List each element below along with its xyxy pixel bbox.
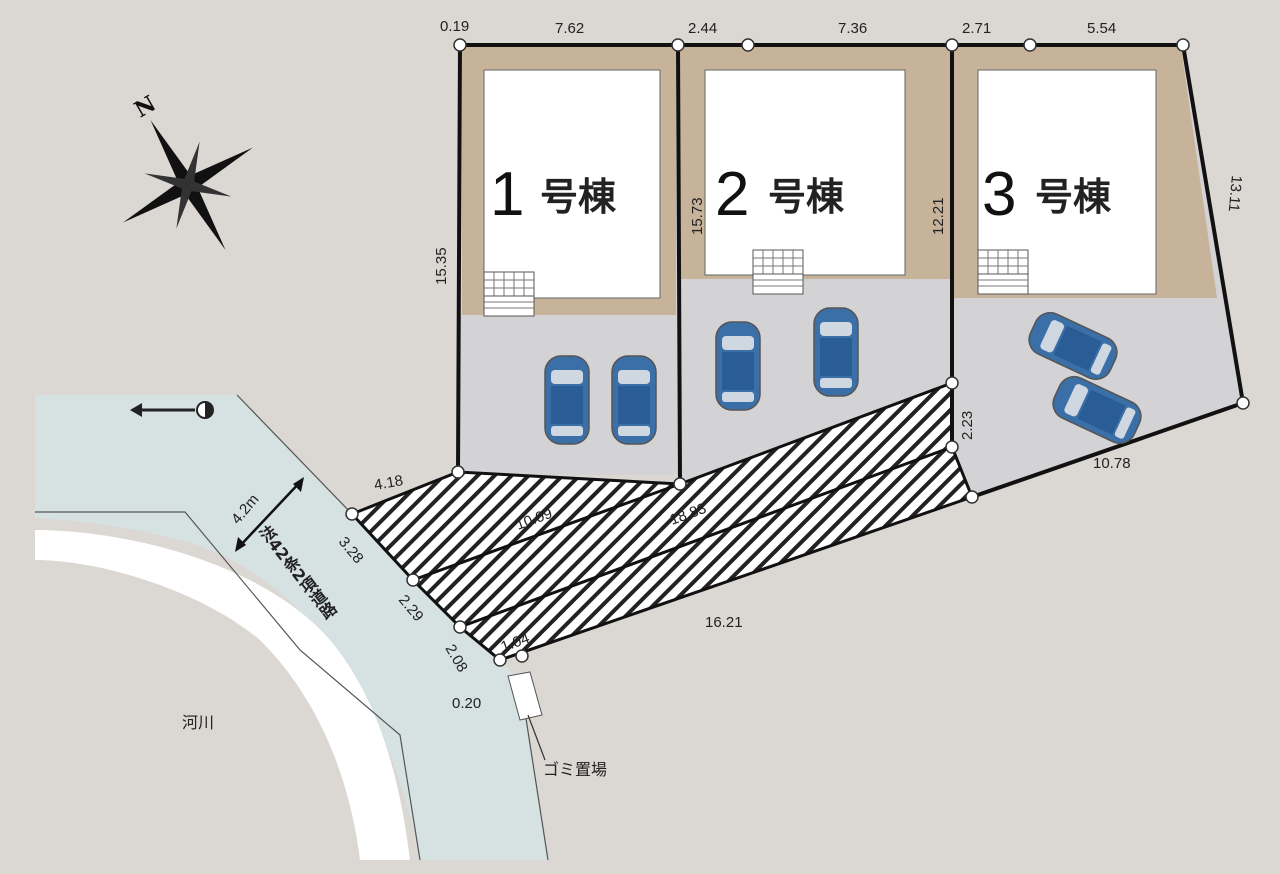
car-icon (813, 307, 859, 397)
building-1-number: 1 (490, 160, 524, 229)
dim-top-2: 2.44 (688, 20, 717, 37)
river-label: 河川 (182, 713, 214, 732)
building-1-suffix: 号棟 (540, 175, 617, 219)
dim-top-5: 5.54 (1087, 20, 1116, 37)
car-icon (611, 355, 657, 445)
dim-lot3-bottom: 10.78 (1093, 455, 1131, 472)
building-3-suffix: 号棟 (1035, 175, 1112, 219)
trash-area (507, 671, 543, 721)
lot-3 (952, 45, 1243, 497)
dim-lot2-left: 15.73 (689, 197, 706, 235)
lot-1 (460, 45, 678, 475)
dim-bottom: 16.21 (705, 614, 743, 631)
survey-points (345, 38, 1250, 667)
dim-lot2-right: 12.21 (930, 197, 947, 235)
dim-front-top: 4.18 (373, 472, 405, 494)
dim-top-4: 2.71 (962, 20, 991, 37)
entrance-steps (977, 249, 1029, 295)
dim-top-0: 0.19 (440, 18, 469, 35)
compass-north-label: N (130, 91, 160, 124)
shared-driveway (349, 380, 974, 662)
river-bank (35, 530, 410, 860)
dim-lot1-left: 15.35 (433, 247, 450, 285)
road-direction-arrow-icon (130, 401, 214, 419)
dim-frontage-4: 0.20 (452, 695, 481, 712)
entrance-steps (483, 271, 535, 317)
dim-top-3: 7.36 (838, 20, 867, 37)
road-edge-line (236, 394, 353, 515)
car-icon (544, 355, 590, 445)
road-width-arrow (237, 479, 303, 549)
building-2-number: 2 (715, 160, 749, 229)
car-icon (715, 321, 761, 411)
entrance-steps (752, 249, 804, 295)
road-edge-line (35, 511, 421, 861)
compass-icon: N (123, 91, 253, 250)
dim-lot3-right: 13.11 (1225, 175, 1245, 213)
dim-top-1: 7.62 (555, 20, 584, 37)
road (35, 395, 548, 860)
building-2-suffix: 号棟 (768, 175, 845, 219)
trash-label: ゴミ置場 (543, 760, 607, 779)
building-3-number: 3 (982, 160, 1016, 229)
dim-lot2-step: 2.23 (959, 411, 976, 440)
